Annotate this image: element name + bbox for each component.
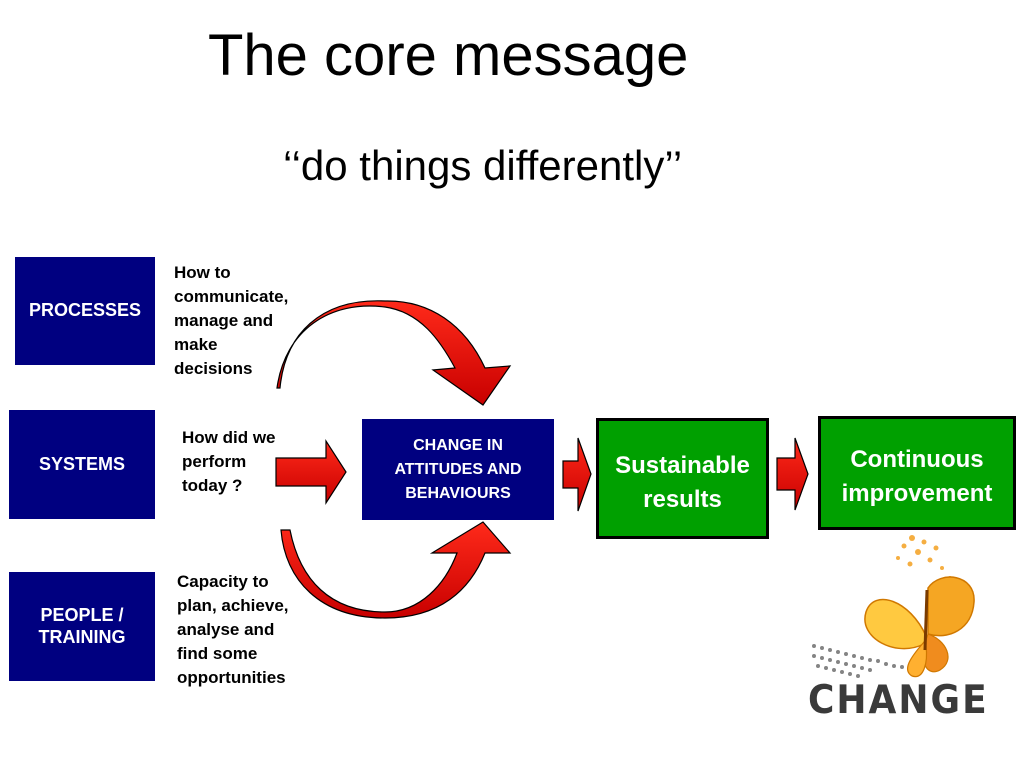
sustainable-results-box: Sustainable results [596, 418, 769, 539]
continuous-improvement-label: Continuous improvement [841, 446, 993, 507]
sustainable-results-label: Sustainable results [615, 452, 750, 513]
arrow-to-sustainable [562, 437, 592, 512]
change-attitudes-box: CHANGE IN ATTITUDES AND BEHAVIOURS [362, 419, 554, 520]
change-logo: CHANGE [800, 530, 990, 730]
continuous-improvement-box: Continuous improvement [818, 416, 1016, 530]
systems-label: SYSTEMS [38, 453, 126, 474]
systems-note: How did we perform today ? [182, 428, 276, 495]
curved-arrow-top [276, 300, 512, 406]
processes-label: PROCESSES [28, 300, 142, 321]
slide-subtitle: ‘‘do things differently’’ [283, 142, 683, 189]
people-training-label: PEOPLE / TRAINING [38, 604, 126, 647]
change-logo-text: CHANGE [808, 677, 989, 724]
people-note: Capacity to plan, achieve, analyse and f… [177, 572, 289, 687]
change-attitudes-label: CHANGE IN ATTITUDES AND BEHAVIOURS [394, 436, 522, 502]
curved-arrow-bottom [280, 521, 512, 619]
people-training-box: PEOPLE / TRAINING [9, 572, 155, 681]
processes-box: PROCESSES [15, 257, 155, 365]
systems-box: SYSTEMS [9, 410, 155, 519]
butterfly-icon [812, 535, 975, 678]
straight-arrow-systems [275, 438, 347, 506]
processes-note: How to communicate, manage and make deci… [174, 263, 289, 378]
arrow-to-continuous [776, 437, 809, 511]
slide-title: The core message [208, 23, 689, 88]
